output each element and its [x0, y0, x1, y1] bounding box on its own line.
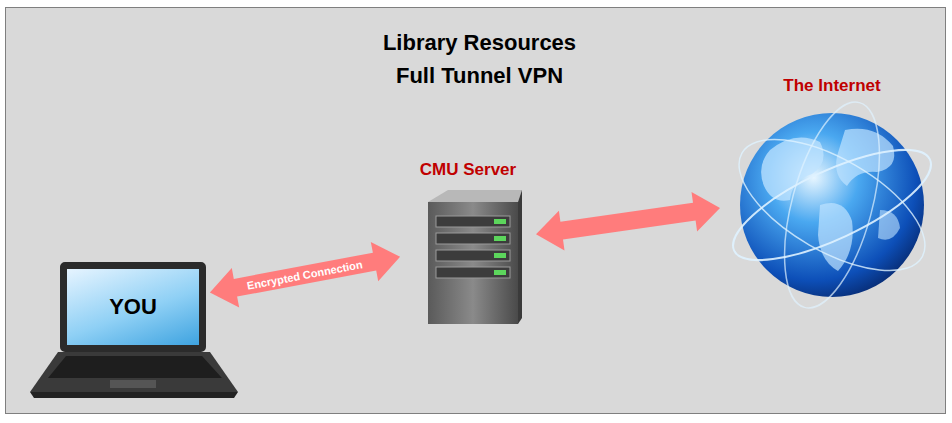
- server-icon: [428, 190, 522, 324]
- double-arrow: [210, 242, 400, 308]
- diagram-title: Library Resources Full Tunnel VPN: [372, 26, 587, 92]
- globe-icon: [719, 92, 945, 317]
- screen-label: YOU: [109, 294, 157, 320]
- internet-node: The Internet: [724, 76, 940, 308]
- laptop-base: [30, 352, 238, 398]
- node-heading: The Internet: [724, 76, 940, 96]
- node-heading: CMU Server: [404, 160, 532, 180]
- server-node: CMU Server: [404, 160, 532, 328]
- double-arrow: [536, 192, 720, 251]
- laptop-screen: YOU: [60, 262, 206, 352]
